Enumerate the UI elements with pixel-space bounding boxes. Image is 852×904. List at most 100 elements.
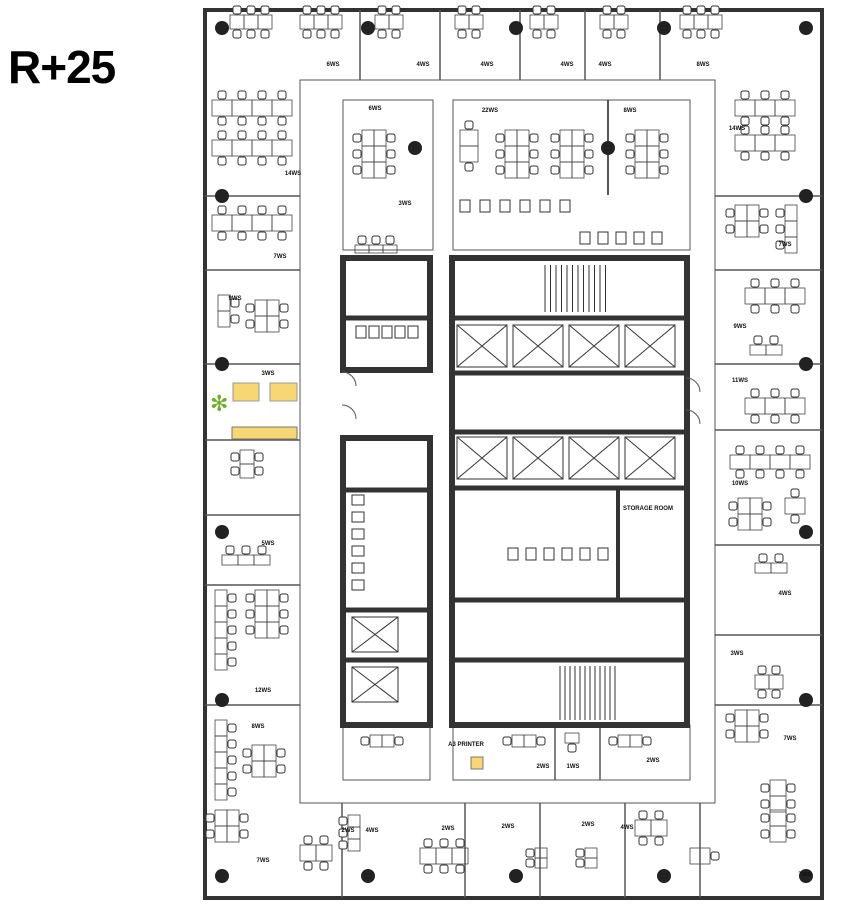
elevator-icon-cross xyxy=(624,436,676,480)
chair-icon xyxy=(245,609,255,619)
column-icon xyxy=(799,21,813,35)
desk-icon xyxy=(361,161,375,179)
desk-icon xyxy=(768,674,784,690)
toilet-icon xyxy=(351,562,365,574)
desk-icon xyxy=(571,129,585,147)
desk-icon xyxy=(382,244,398,254)
chair-icon xyxy=(795,445,805,455)
chair-icon xyxy=(759,729,769,739)
desk-icon xyxy=(765,344,783,356)
room-label: 10WS xyxy=(732,481,748,487)
desk-icon xyxy=(769,825,787,843)
chair-icon xyxy=(725,729,735,739)
desk-icon xyxy=(361,145,375,163)
chair-icon xyxy=(276,764,286,774)
desk-icon xyxy=(251,99,273,117)
toilet-icon xyxy=(543,547,555,561)
building-core xyxy=(340,199,701,728)
chair-icon xyxy=(277,231,287,241)
chair-icon xyxy=(254,466,264,476)
desk-icon xyxy=(754,562,772,574)
elevator-icon xyxy=(456,324,508,368)
chair-icon xyxy=(302,5,312,15)
chair-icon xyxy=(227,787,237,797)
chair-icon xyxy=(753,335,763,345)
desk-icon xyxy=(454,14,470,30)
elevator-icon xyxy=(456,436,508,480)
chair-icon xyxy=(682,29,692,39)
desk-icon xyxy=(299,844,317,862)
desk-icon xyxy=(237,554,255,566)
elevator-icon-cross xyxy=(512,324,564,368)
chair-icon xyxy=(532,5,542,15)
desk-icon xyxy=(769,454,791,470)
chair-icon xyxy=(750,304,760,314)
desk-icon xyxy=(744,397,766,415)
chair-icon xyxy=(760,813,770,823)
chair-icon xyxy=(257,90,267,100)
desk-icon xyxy=(749,497,763,515)
chair-icon xyxy=(786,813,796,823)
core-left-lower xyxy=(340,435,433,728)
core-left-upper xyxy=(340,255,433,373)
room-label: 4WS xyxy=(560,62,573,68)
chair-icon xyxy=(457,5,467,15)
column-icon xyxy=(215,357,229,371)
desk-icon xyxy=(214,589,228,607)
chair-icon xyxy=(277,130,287,140)
toilet-icon xyxy=(368,325,380,339)
toilet-icon xyxy=(351,528,365,540)
chair-icon xyxy=(257,156,267,166)
chair-icon xyxy=(237,116,247,126)
desk-icon xyxy=(784,236,798,254)
chair-icon xyxy=(237,156,247,166)
room-label: 4WS xyxy=(620,825,633,831)
chair-icon xyxy=(338,828,348,838)
room-label: 7WS xyxy=(256,858,269,864)
desk-icon xyxy=(214,653,228,671)
desk-icon xyxy=(746,709,760,727)
chair-icon xyxy=(386,133,396,143)
chair-icon xyxy=(338,840,348,850)
desk-icon xyxy=(388,14,404,30)
toilet-icon xyxy=(381,325,393,339)
desk-icon xyxy=(737,497,751,515)
room-label: 11WS xyxy=(732,378,748,384)
chair-icon xyxy=(567,743,577,753)
column-icon xyxy=(215,525,229,539)
desk-icon xyxy=(729,454,751,470)
chair-icon xyxy=(205,813,215,823)
chair-icon xyxy=(391,29,401,39)
toilet-icon xyxy=(351,511,365,523)
column-icon xyxy=(657,21,671,35)
desk-icon xyxy=(251,760,265,778)
desk-icon xyxy=(263,744,277,762)
column-icon xyxy=(657,869,671,883)
chair-icon xyxy=(625,133,635,143)
desk-icon xyxy=(737,513,751,531)
chair-icon xyxy=(357,235,367,245)
column-icon xyxy=(215,21,229,35)
chair-icon xyxy=(760,90,770,100)
room-label: 4WS xyxy=(416,62,429,68)
desk-icon xyxy=(254,315,268,333)
room-label: 2WS xyxy=(536,764,549,770)
chair-icon xyxy=(257,205,267,215)
desk-icon xyxy=(744,287,766,305)
toilet-icon xyxy=(355,325,367,339)
desk-icon xyxy=(504,161,518,179)
desk-icon xyxy=(559,145,573,163)
room-label: STORAGE ROOM xyxy=(623,506,673,512)
desk-icon xyxy=(231,139,253,157)
floor-title: R+25 xyxy=(8,41,116,93)
desk-icon xyxy=(271,99,293,117)
chair-icon xyxy=(759,713,769,723)
chair-icon xyxy=(352,149,362,159)
inner-office xyxy=(342,724,431,781)
chair-icon xyxy=(584,133,594,143)
desk-icon xyxy=(373,129,387,147)
chair-icon xyxy=(257,130,267,140)
toilet-icon xyxy=(351,494,365,506)
chair-icon xyxy=(227,657,237,667)
chair-icon xyxy=(316,5,326,15)
